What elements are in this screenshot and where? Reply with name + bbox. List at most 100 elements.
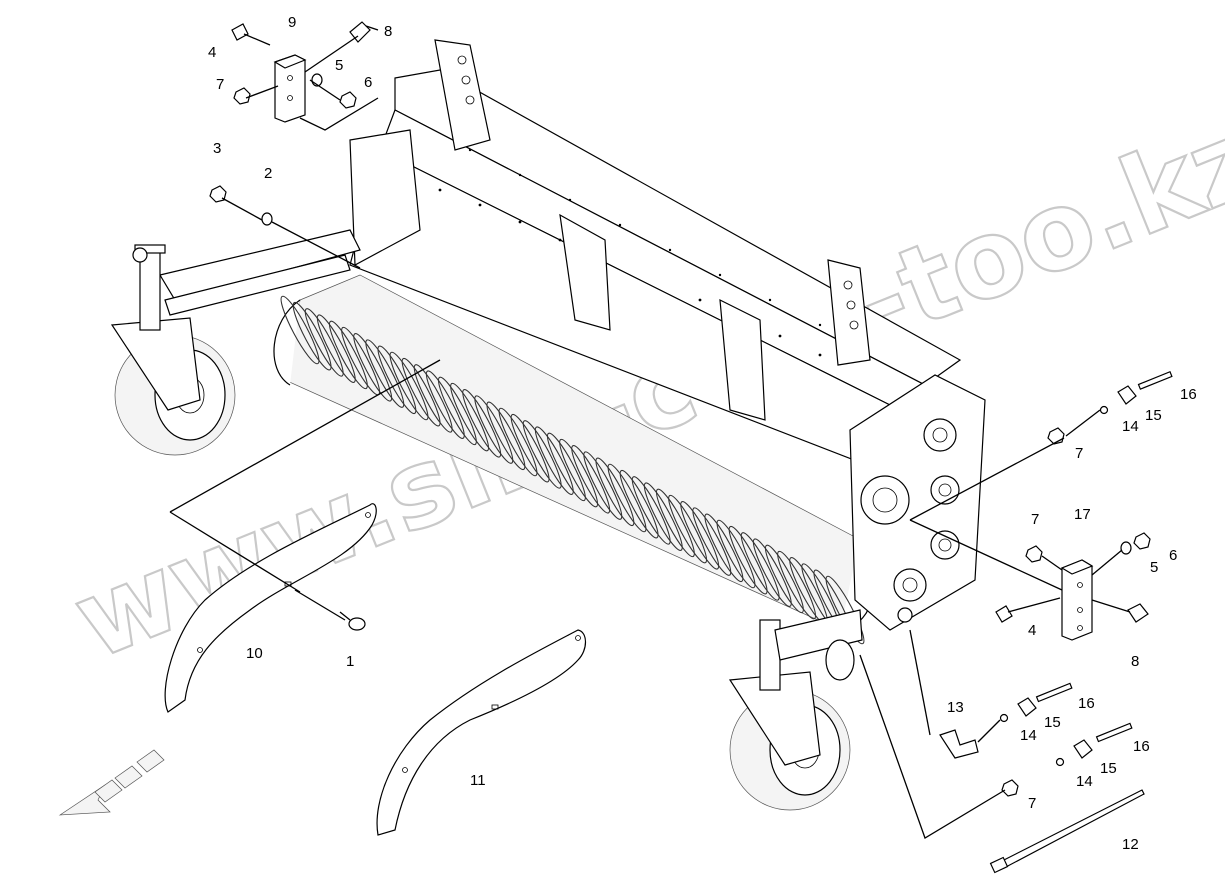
callout-12: 12 xyxy=(1122,836,1139,853)
stud-16-c xyxy=(1095,722,1133,743)
tine-coil xyxy=(595,457,635,527)
tine-coil xyxy=(704,513,744,583)
callout-7-b: 7 xyxy=(1031,511,1039,528)
tine-coil xyxy=(280,295,320,365)
travel-direction-arrow xyxy=(58,749,165,816)
callout-2: 2 xyxy=(264,165,272,182)
callout-4-b: 4 xyxy=(1028,622,1036,639)
deflector-11 xyxy=(376,629,587,836)
nut-6-b xyxy=(1133,532,1151,550)
callout-1: 1 xyxy=(346,653,354,670)
callout-3: 3 xyxy=(213,140,221,157)
tine-coil xyxy=(304,308,344,377)
tine-coil xyxy=(437,376,477,446)
nut-7-c xyxy=(1001,779,1019,797)
callout-8-top: 8 xyxy=(384,23,392,40)
tine-coil xyxy=(680,501,720,570)
elbow-13 xyxy=(939,729,979,759)
callout-labels: 1 2 3 4 5 6 7 8 9 10 11 12 13 14 15 16 7… xyxy=(208,14,1197,853)
tine-coil xyxy=(728,525,768,595)
callout-14-b: 14 xyxy=(1020,727,1037,744)
tine-coil xyxy=(534,426,574,495)
tine-coil xyxy=(522,420,562,489)
stud-16-b xyxy=(1035,682,1073,703)
tine-coil xyxy=(486,401,526,471)
callout-5-top: 5 xyxy=(335,57,343,74)
nut-15-c xyxy=(1073,739,1093,759)
bolt-4-b xyxy=(995,597,1061,623)
tine-coil xyxy=(498,407,538,477)
callout-14-c: 14 xyxy=(1076,773,1093,790)
deflector-10 xyxy=(164,503,377,713)
callout-16-b: 16 xyxy=(1078,695,1095,712)
tine-coil xyxy=(546,432,586,502)
tine-coil xyxy=(583,451,623,520)
tine-coil xyxy=(643,482,683,551)
tine-coil xyxy=(571,445,611,514)
callout-15-a: 15 xyxy=(1145,407,1162,424)
tine-coil xyxy=(655,488,695,558)
tine-coil xyxy=(716,519,756,589)
tine-coil xyxy=(559,438,599,508)
nut-6-top xyxy=(339,91,357,109)
left-gauge-wheel xyxy=(110,244,236,456)
washer-14-b xyxy=(999,713,1009,723)
tine-coil xyxy=(740,532,780,601)
tine-coil xyxy=(474,395,514,464)
tine-coil xyxy=(413,364,453,433)
callout-13: 13 xyxy=(947,699,964,716)
callout-15-c: 15 xyxy=(1100,760,1117,777)
tine-coil xyxy=(328,320,368,390)
callout-7-a: 7 xyxy=(1075,445,1083,462)
fitting-8-top xyxy=(349,21,379,43)
cable-tie-12 xyxy=(989,789,1145,874)
callout-4-top: 4 xyxy=(208,44,216,61)
tine-coil xyxy=(389,351,429,421)
callout-10: 10 xyxy=(246,645,263,662)
washer-2 xyxy=(261,212,273,226)
tine-coil xyxy=(764,544,804,614)
bolt-1 xyxy=(339,611,366,631)
tine-coil xyxy=(425,370,465,439)
callout-9: 9 xyxy=(288,14,296,31)
leader-lines xyxy=(169,35,1131,839)
right-gauge-wheel xyxy=(728,609,863,811)
tine-coil xyxy=(353,333,393,402)
pickup-frame xyxy=(159,39,962,471)
callout-15-b: 15 xyxy=(1044,714,1061,731)
callout-6-top: 6 xyxy=(364,74,372,91)
callout-17: 17 xyxy=(1074,506,1091,523)
callout-7-c: 7 xyxy=(1028,795,1036,812)
washer-5-b xyxy=(1120,541,1132,555)
callout-16-c: 16 xyxy=(1133,738,1150,755)
callout-11: 11 xyxy=(470,772,486,789)
tine-coil xyxy=(292,301,332,371)
tine-coil xyxy=(401,357,441,427)
callout-16-a: 16 xyxy=(1180,386,1197,403)
tine-coil xyxy=(377,345,417,415)
callout-7-top: 7 xyxy=(216,76,224,93)
callout-14-a: 14 xyxy=(1122,418,1139,435)
bracket-block-9 xyxy=(273,54,379,131)
tine-coil xyxy=(668,494,708,564)
callout-8-b: 8 xyxy=(1131,653,1139,670)
tine-coil xyxy=(462,389,502,458)
stud-16-a xyxy=(1137,370,1173,390)
nut-15-a xyxy=(1117,385,1137,405)
tine-coil xyxy=(619,469,659,539)
tine-coil xyxy=(365,339,405,408)
tine-coil xyxy=(510,413,550,483)
tine-coil xyxy=(752,538,792,607)
tine-coil xyxy=(631,476,671,545)
tine-coil xyxy=(607,463,647,533)
fitting-8-b xyxy=(1127,603,1149,623)
tine-coil xyxy=(692,507,732,576)
hardware-parts xyxy=(209,21,1173,874)
bracket-block-17 xyxy=(1060,559,1094,641)
washer-14-a xyxy=(1099,405,1109,415)
nut-7-b xyxy=(1025,545,1043,563)
tine-coil xyxy=(825,575,865,645)
callout-6-b: 6 xyxy=(1169,547,1177,564)
callout-5-b: 5 xyxy=(1150,559,1158,576)
